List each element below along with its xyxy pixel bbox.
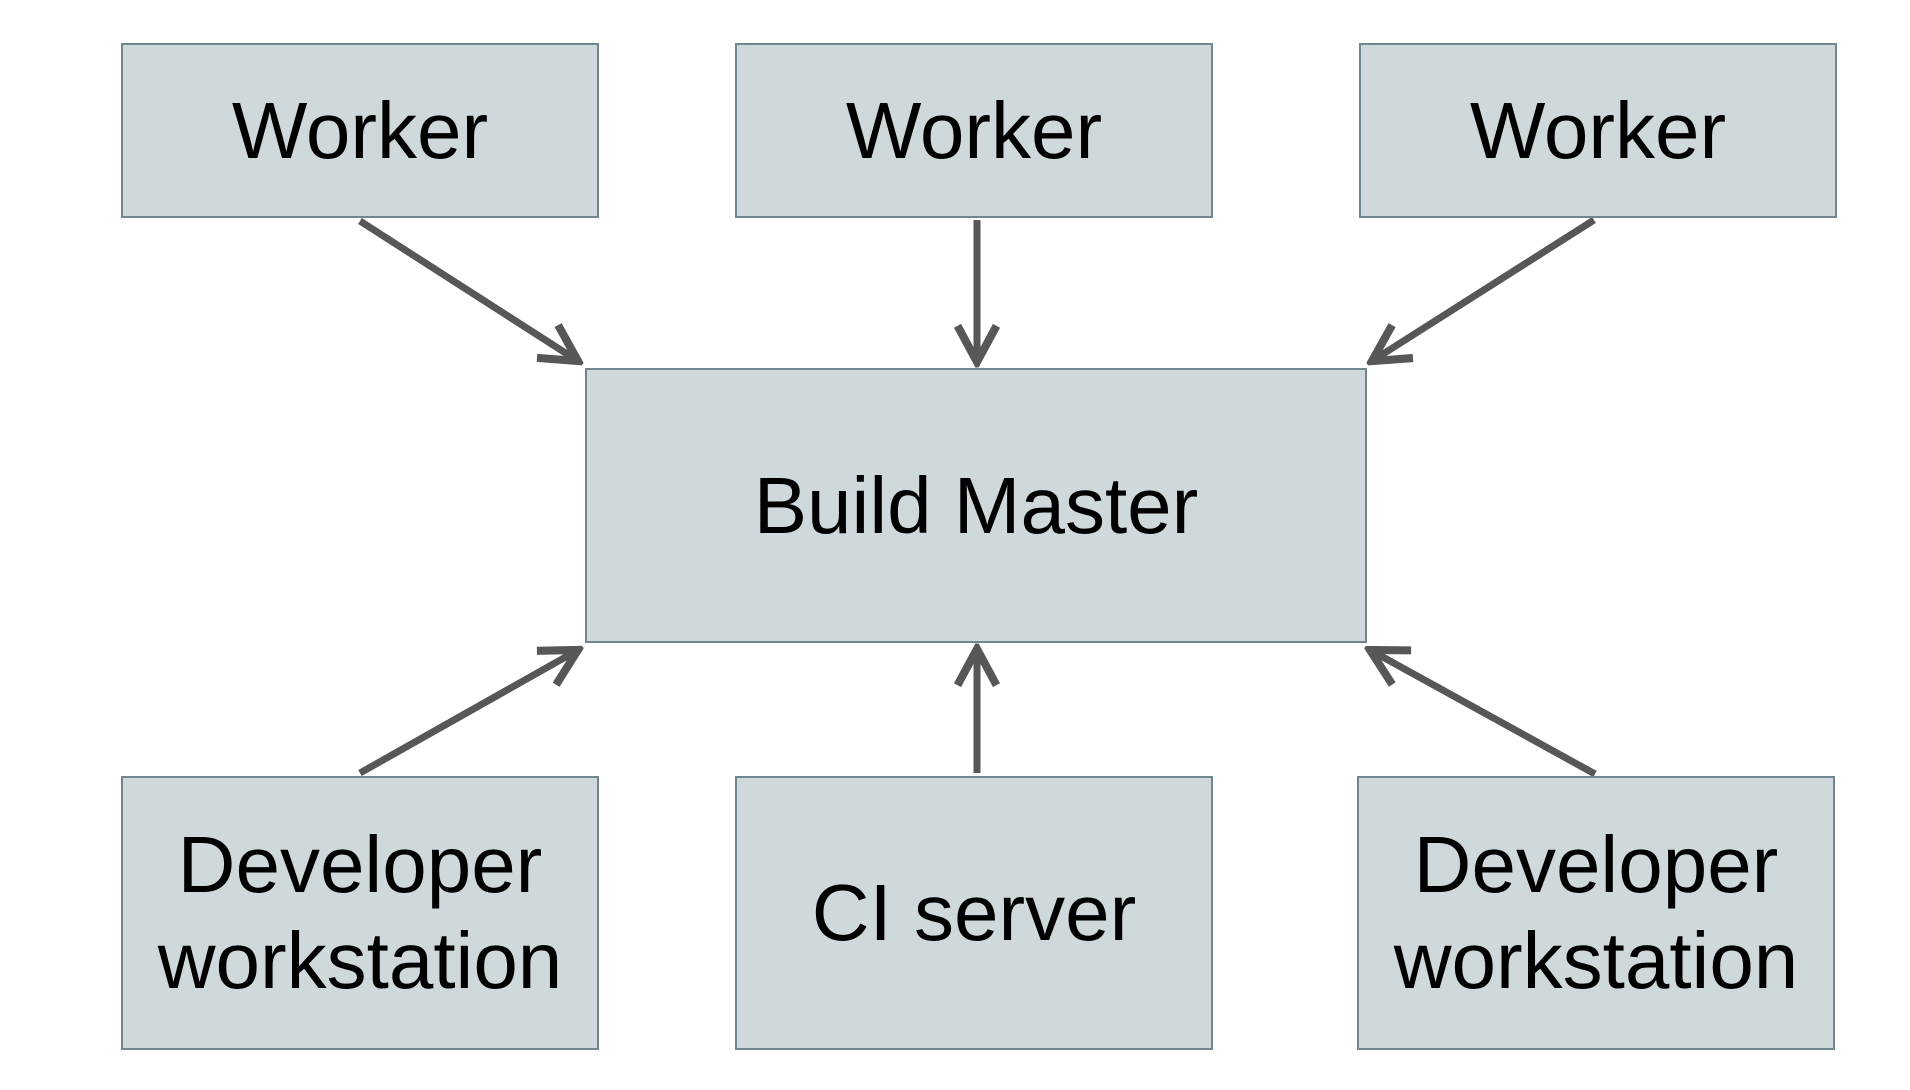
node-worker-1: Worker (121, 43, 599, 218)
arrow-worker-3-to-build-master (1372, 217, 1596, 361)
node-ci-server: CI server (735, 776, 1213, 1050)
node-ci-server-label: CI server (811, 868, 1137, 957)
node-worker-2: Worker (735, 43, 1213, 218)
node-developer-workstation-left: Developer workstation (121, 776, 599, 1050)
node-worker-2-label: Worker (845, 85, 1103, 175)
node-worker-3-label: Worker (1469, 85, 1727, 175)
node-developer-workstation-right: Developer workstation (1357, 776, 1835, 1050)
arrow-developer-workstation-right-to-build-master (1370, 650, 1597, 778)
node-build-master: Build Master (585, 368, 1367, 643)
node-worker-3: Worker (1359, 43, 1837, 218)
node-build-master-label: Build Master (753, 460, 1199, 550)
node-developer-workstation-left-label: Developer workstation (157, 820, 563, 1005)
arrow-developer-workstation-left-to-build-master (358, 650, 578, 777)
node-worker-1-label: Worker (231, 85, 489, 175)
arrow-worker-1-to-build-master (358, 218, 578, 361)
node-developer-workstation-right-label: Developer workstation (1393, 820, 1799, 1005)
